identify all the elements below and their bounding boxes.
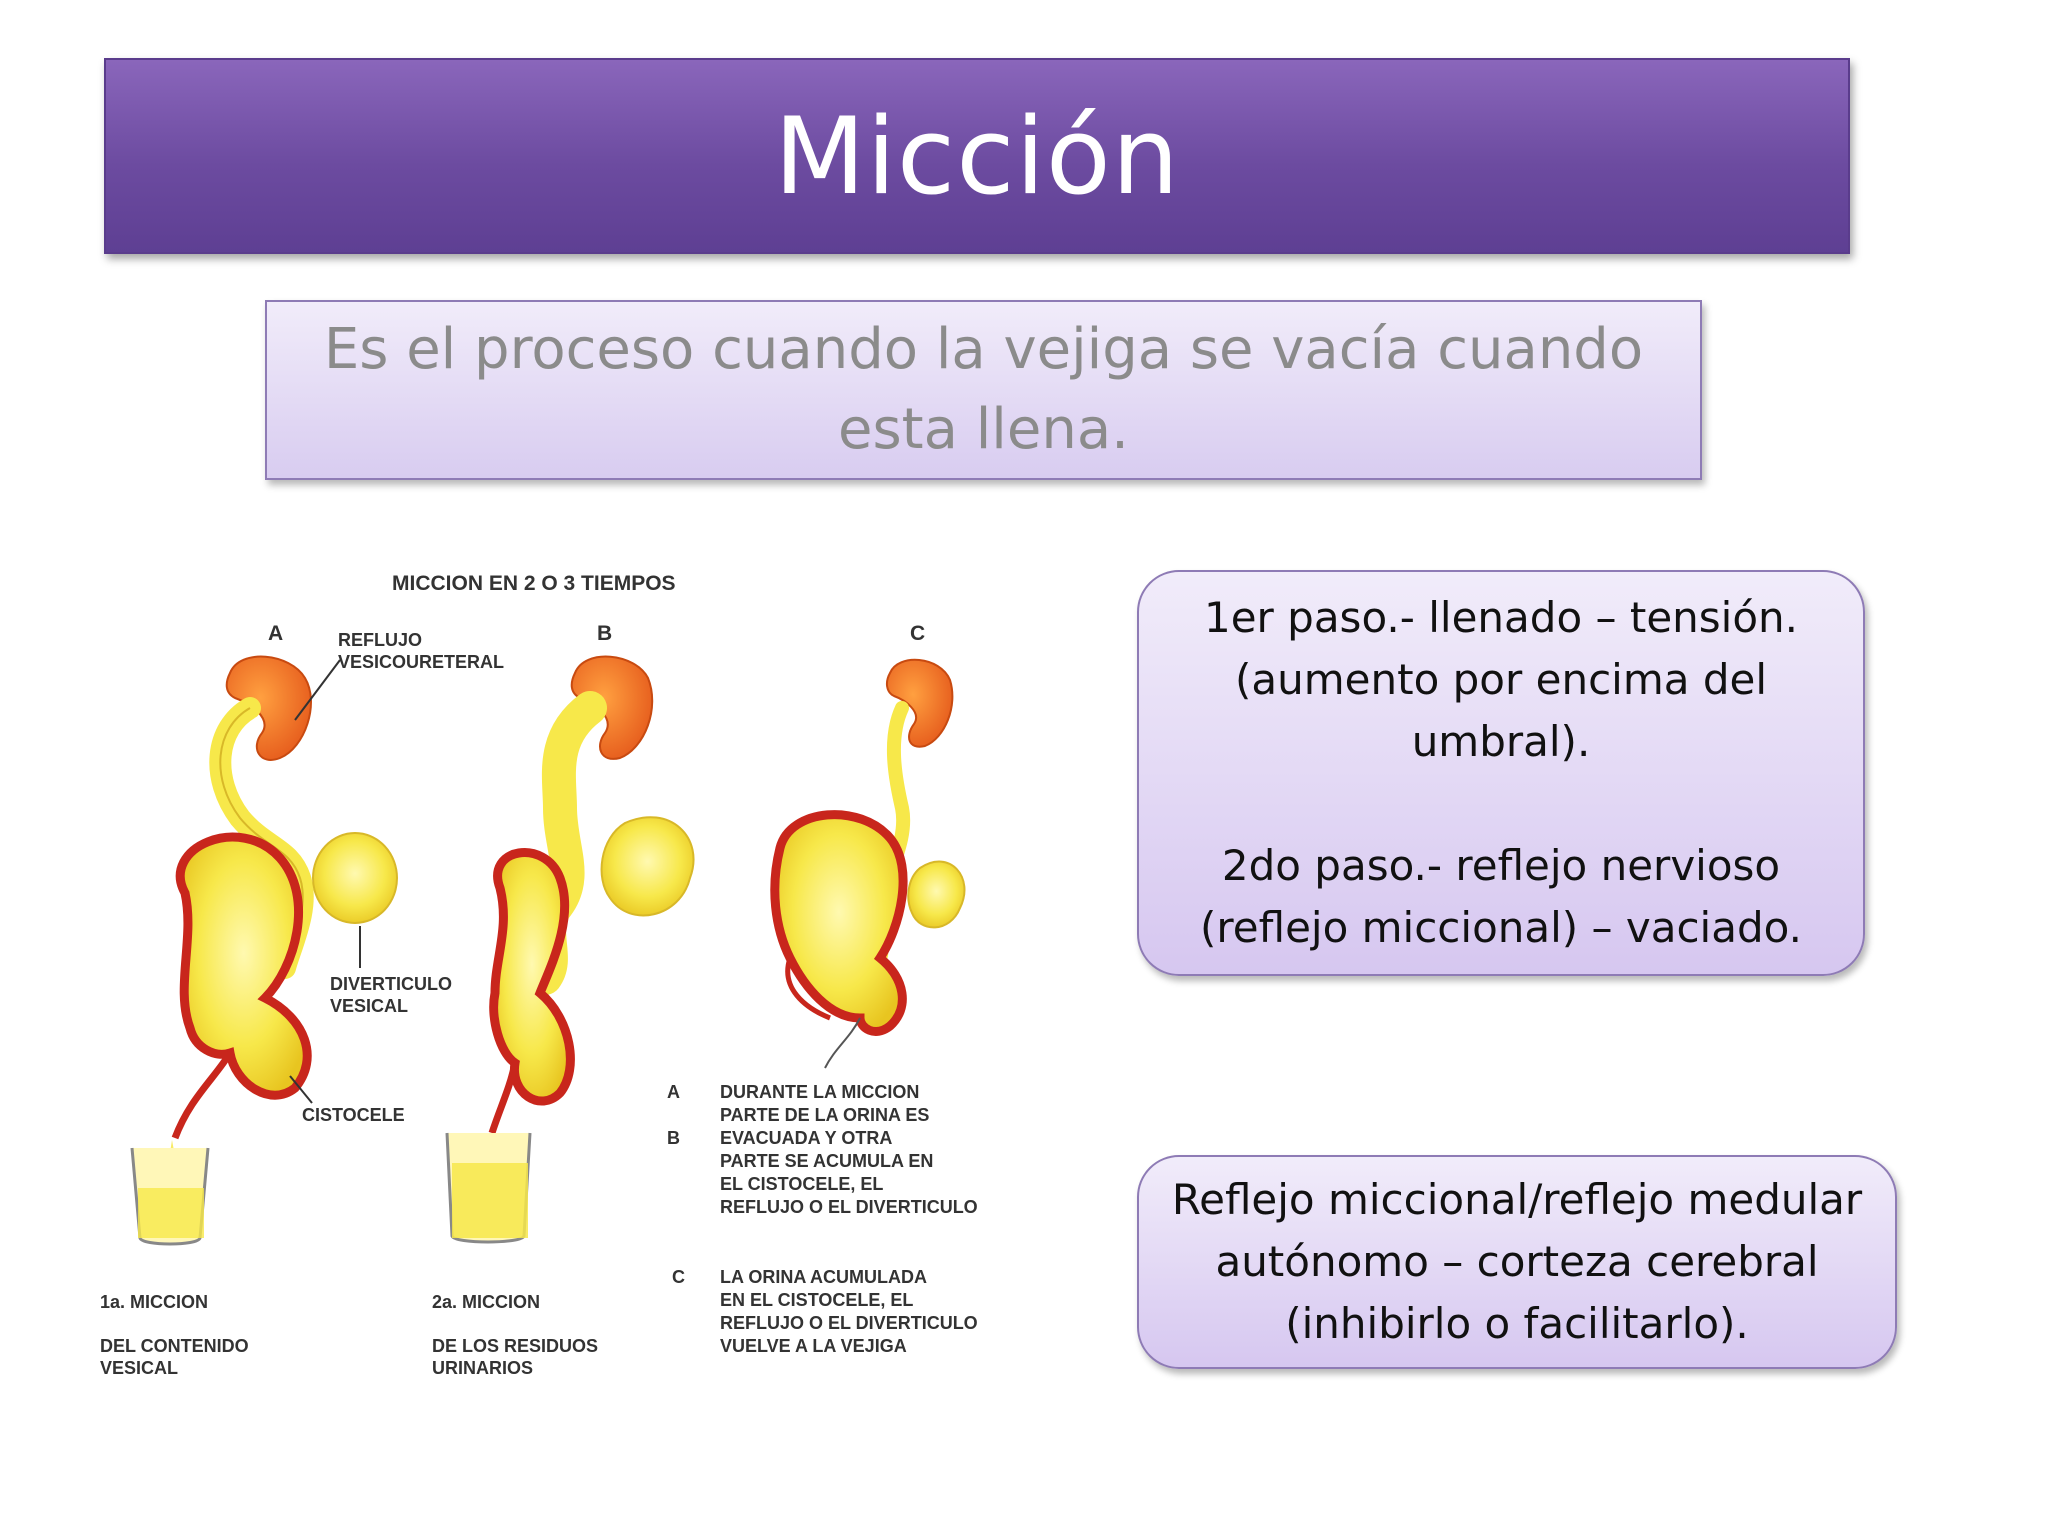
step1-line2: (aumento por encima del — [1235, 655, 1767, 704]
reflex-box: Reflejo miccional/reflejo medular autóno… — [1137, 1155, 1897, 1369]
legend-c-2: EN EL CISTOCELE, EL — [720, 1290, 913, 1310]
caption2-line2: URINARIOS — [432, 1358, 533, 1378]
micturition-diagram: MICCION EN 2 O 3 TIEMPOS A B C REFLUJO V… — [90, 548, 1010, 1398]
label-diverticulum-2: VESICAL — [330, 996, 408, 1016]
label-reflux-2: VESICOURETERAL — [338, 652, 504, 672]
kidney-c — [885, 658, 954, 748]
step1-line1: 1er paso.- llenado – tensión. — [1203, 593, 1798, 642]
legend-ab-4: PARTE SE ACUMULA EN — [720, 1151, 933, 1171]
diverticulum-c — [907, 860, 966, 929]
legend-ab-1: DURANTE LA MICCION — [720, 1082, 919, 1102]
panel-c-label: C — [910, 622, 925, 645]
panel-c-figure — [770, 658, 966, 1069]
label-diverticulum-1: DIVERTICULO — [330, 974, 452, 994]
legend-b-marker: B — [667, 1128, 680, 1148]
legend-c-3: REFLUJO O EL DIVERTICULO — [720, 1313, 978, 1333]
caption1-line1: DEL CONTENIDO — [100, 1336, 249, 1356]
step2-line1: 2do paso.- reflejo nervioso — [1221, 841, 1781, 890]
legend-ab-3: EVACUADA Y OTRA — [720, 1128, 892, 1148]
panel-b-label: B — [597, 622, 612, 645]
legend-ab-6: REFLUJO O EL DIVERTICULO — [720, 1197, 978, 1217]
title-bar: Micción — [104, 58, 1850, 254]
panel-b-figure — [445, 655, 695, 1244]
diverticulum-a — [312, 832, 398, 924]
caption2-line1: DE LOS RESIDUOS — [432, 1336, 598, 1356]
legend-ab-5: EL CISTOCELE, EL — [720, 1174, 883, 1194]
slide-title: Micción — [774, 94, 1180, 218]
bladder-a — [175, 832, 312, 1100]
legend-a-marker: A — [667, 1082, 680, 1102]
kidney-a — [225, 655, 312, 761]
legend-ab-2: PARTE DE LA ORINA ES — [720, 1105, 929, 1125]
caption1-line2: VESICAL — [100, 1358, 178, 1378]
bladder-c — [770, 810, 908, 1036]
definition-box: Es el proceso cuando la vejiga se vacía … — [265, 300, 1702, 480]
step1-line3: umbral). — [1411, 717, 1591, 766]
label-cystocele: CISTOCELE — [302, 1105, 405, 1125]
caption1-title: 1a. MICCION — [100, 1292, 208, 1312]
diagram-heading: MICCION EN 2 O 3 TIEMPOS — [392, 572, 676, 595]
bladder-b — [489, 848, 575, 1106]
definition-text: Es el proceso cuando la vejiga se vacía … — [323, 317, 1644, 462]
panel-a-label: A — [268, 622, 283, 645]
diverticulum-b — [600, 816, 695, 917]
panel-a-figure — [130, 655, 398, 1246]
reflex-line1: Reflejo miccional/reflejo medular — [1171, 1175, 1863, 1224]
reflex-line2: autónomo – corteza cerebral — [1215, 1237, 1819, 1286]
legend-c-marker: C — [672, 1267, 685, 1287]
legend-c-4: VUELVE A LA VEJIGA — [720, 1336, 907, 1356]
step2-line2: (reflejo miccional) – vaciado. — [1200, 903, 1802, 952]
legend-c-1: LA ORINA ACUMULADA — [720, 1267, 927, 1287]
caption2-title: 2a. MICCION — [432, 1292, 540, 1312]
reflex-line3: (inhibirlo o facilitarlo). — [1285, 1299, 1749, 1348]
steps-box: 1er paso.- llenado – tensión. (aumento p… — [1137, 570, 1865, 976]
label-reflux-1: REFLUJO — [338, 630, 422, 650]
